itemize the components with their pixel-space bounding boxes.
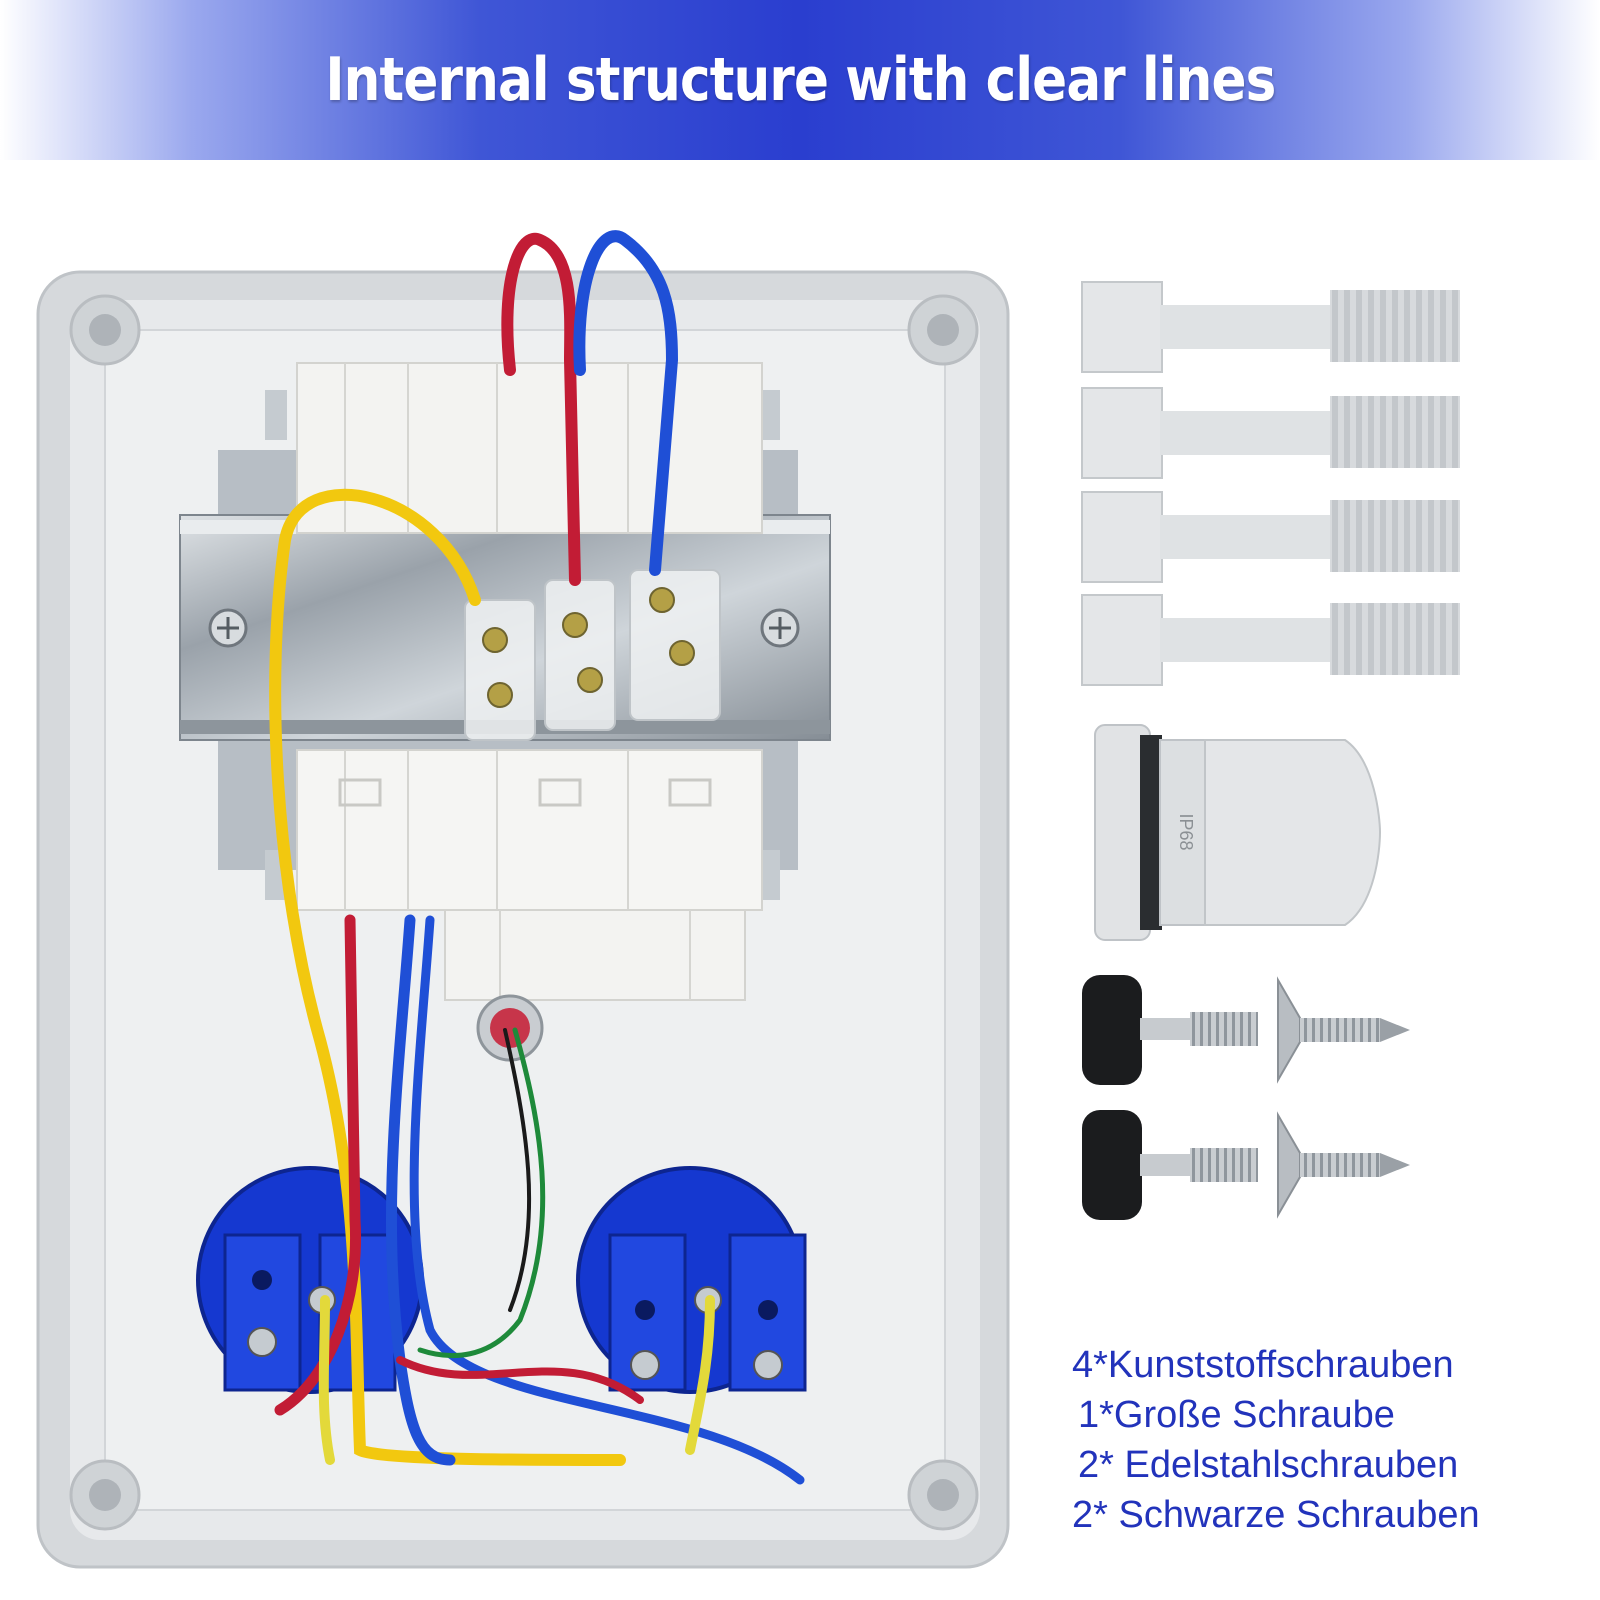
black-knob-screw-icon <box>1082 975 1258 1085</box>
black-knob-screw-icon <box>1082 1110 1258 1220</box>
wiring <box>269 230 805 1485</box>
indicator-lamp <box>476 994 544 1062</box>
plastic-screw-icon <box>1081 387 1460 479</box>
parts-list-item: 4*Kunststoffschrauben <box>1072 1344 1454 1386</box>
plastic-screw-icon <box>1081 281 1460 373</box>
parts-list-item: 2* Schwarze Schrauben <box>1072 1494 1480 1536</box>
plastic-screw-icon <box>1081 491 1460 583</box>
countersunk-screw-icon <box>1277 976 1410 1084</box>
parts-list-item: 1*Große Schraube <box>1078 1394 1395 1436</box>
cable-gland-marking: IP68 <box>1176 813 1196 850</box>
terminal-blocks <box>464 569 721 741</box>
circuit-breakers <box>296 362 763 1001</box>
title-banner: Internal structure with clear lines <box>0 0 1600 160</box>
banner-title: Internal structure with clear lines <box>324 45 1276 115</box>
countersunk-screw-icon <box>1277 1111 1410 1219</box>
socket-right <box>576 1166 807 1394</box>
product-photo: IP68 <box>36 230 1460 1569</box>
parts-list: 4*Kunststoffschrauben 1*Große Schraube 2… <box>1072 1340 1572 1540</box>
cable-gland-icon: IP68 <box>1094 724 1382 941</box>
parts-list-item: 2* Edelstahlschrauben <box>1078 1444 1459 1486</box>
plastic-screw-icon <box>1081 594 1460 686</box>
